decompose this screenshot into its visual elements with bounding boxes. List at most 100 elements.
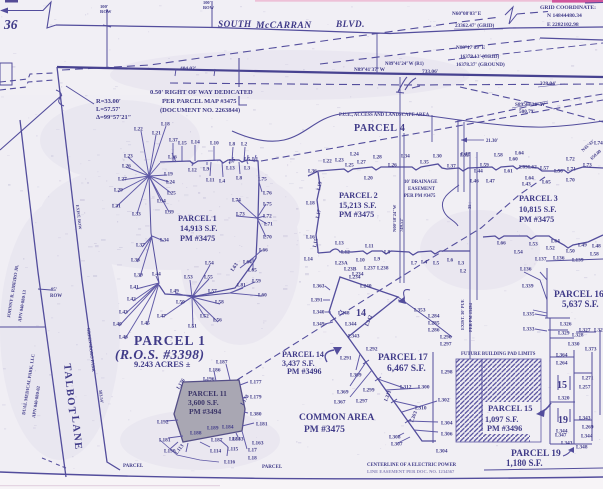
svg-text:14: 14 — [356, 308, 366, 319]
svg-text:L113: L113 — [174, 443, 186, 456]
svg-text:PM #3475: PM #3475 — [180, 234, 215, 243]
svg-text:L60: L60 — [258, 293, 267, 299]
svg-text:L181: L181 — [256, 422, 268, 428]
svg-text:L264: L264 — [556, 361, 568, 367]
svg-text:L75: L75 — [263, 202, 272, 208]
svg-text:404.02': 404.02' — [180, 66, 197, 72]
svg-text:APN 040-880-02: APN 040-880-02 — [31, 385, 41, 418]
svg-text:L329: L329 — [558, 331, 570, 337]
svg-text:PER PM #3475: PER PM #3475 — [404, 194, 436, 199]
svg-text:L42: L42 — [461, 152, 470, 158]
svg-text:PARCEL 19: PARCEL 19 — [511, 449, 561, 459]
svg-text:LINE EASEMENT PER DOC. NO. 123: LINE EASEMENT PER DOC. NO. 1234567 — [367, 469, 455, 474]
svg-text:L248: L248 — [338, 311, 350, 317]
svg-text:L330: L330 — [568, 342, 580, 348]
svg-text:L196: L196 — [203, 377, 215, 383]
svg-text:L63: L63 — [519, 165, 528, 171]
svg-text:L343: L343 — [561, 441, 573, 447]
svg-text:L344: L344 — [556, 429, 568, 435]
svg-text:L35: L35 — [420, 160, 429, 166]
svg-text:L304: L304 — [441, 421, 453, 427]
svg-text:L163: L163 — [252, 441, 264, 447]
svg-text:PER PM #3494: PER PM #3494 — [468, 302, 473, 332]
svg-text:L34: L34 — [160, 238, 169, 244]
svg-text:L391: L391 — [311, 298, 323, 304]
svg-text:EXIST. ROW: EXIST. ROW — [75, 205, 83, 231]
svg-text:L303: L303 — [409, 410, 419, 423]
svg-text:L72: L72 — [566, 157, 575, 163]
svg-text:L74: L74 — [232, 198, 241, 204]
svg-text:L39: L39 — [134, 273, 143, 279]
svg-text:L326: L326 — [560, 322, 572, 328]
svg-text:SOUTH: SOUTH — [218, 19, 252, 29]
svg-text:L49: L49 — [578, 243, 587, 249]
svg-text:L306: L306 — [441, 432, 453, 438]
svg-text:L181: L181 — [229, 437, 241, 443]
svg-text:L373: L373 — [585, 347, 597, 353]
svg-text:L15: L15 — [178, 141, 187, 147]
svg-text:3,600 S.F.: 3,600 S.F. — [188, 398, 219, 407]
svg-text:100': 100' — [203, 0, 211, 5]
svg-text:GRID COORDINATE:: GRID COORDINATE: — [540, 5, 596, 11]
svg-text:L312: L312 — [400, 385, 412, 391]
svg-text:PM #3475: PM #3475 — [519, 215, 554, 224]
svg-text:CENTERLINE OF A ELECTRIC POWER: CENTERLINE OF A ELECTRIC POWER — [367, 463, 457, 468]
svg-text:L6: L6 — [447, 258, 454, 264]
svg-text:L333: L333 — [523, 327, 535, 333]
svg-text:L187: L187 — [216, 360, 228, 366]
svg-text:L25: L25 — [167, 191, 176, 197]
svg-text:L14: L14 — [304, 257, 313, 263]
svg-text:L73: L73 — [583, 163, 592, 169]
svg-text:L58: L58 — [590, 252, 599, 258]
svg-text:L188: L188 — [190, 431, 202, 437]
svg-text:L116: L116 — [224, 460, 236, 466]
svg-text:L297: L297 — [356, 399, 368, 405]
svg-text:L339: L339 — [522, 284, 534, 290]
svg-text:EASEMENT: EASEMENT — [408, 187, 436, 192]
svg-text:PM #3496: PM #3496 — [287, 367, 321, 376]
svg-text:L75: L75 — [258, 177, 267, 183]
svg-text:L53: L53 — [184, 275, 193, 281]
svg-text:L179: L179 — [250, 395, 262, 401]
svg-text:N00°18′24″W: N00°18′24″W — [392, 204, 397, 232]
svg-text:L234: L234 — [349, 275, 361, 281]
svg-text:L139: L139 — [572, 258, 584, 264]
svg-text:L344: L344 — [581, 434, 593, 440]
svg-text:L27: L27 — [357, 160, 366, 166]
svg-text:L70: L70 — [263, 235, 272, 241]
svg-text:L269: L269 — [582, 425, 594, 431]
svg-text:15: 15 — [557, 380, 567, 391]
svg-text:16378.13′ (GRID): 16378.13′ (GRID) — [460, 53, 499, 60]
svg-text:35: 35 — [467, 204, 472, 209]
svg-text:L37: L37 — [447, 164, 456, 170]
svg-text:328.04': 328.04' — [540, 81, 557, 87]
svg-text:L40: L40 — [113, 322, 122, 328]
svg-text:BLVD.: BLVD. — [335, 19, 365, 29]
svg-text:PM #3475: PM #3475 — [339, 210, 374, 219]
svg-text:L12: L12 — [188, 168, 197, 174]
svg-text:L18: L18 — [248, 456, 257, 462]
svg-text:L21: L21 — [152, 131, 161, 137]
svg-text:R=33.00′: R=33.00′ — [96, 98, 121, 105]
svg-text:3,437 S.F.: 3,437 S.F. — [282, 359, 315, 368]
svg-text:L309: L309 — [350, 373, 362, 379]
svg-text:L54: L54 — [514, 250, 523, 256]
svg-text:L34: L34 — [401, 154, 410, 160]
svg-text:L71: L71 — [264, 222, 273, 228]
svg-text:L186: L186 — [209, 368, 221, 374]
svg-text:1,180 S.F.: 1,180 S.F. — [506, 458, 543, 468]
svg-text:L173: L173 — [240, 393, 251, 406]
svg-text:PER PARCEL MAP #3475: PER PARCEL MAP #3475 — [162, 98, 237, 105]
svg-text:PARCEL 17: PARCEL 17 — [378, 353, 428, 363]
svg-text:L27: L27 — [118, 177, 127, 183]
svg-text:EXIST. 30′ PUE: EXIST. 30′ PUE — [460, 299, 465, 330]
svg-text:L25: L25 — [345, 163, 354, 169]
svg-text:L42: L42 — [127, 297, 136, 303]
svg-text:L292: L292 — [366, 347, 378, 353]
svg-text:L33: L33 — [132, 212, 141, 218]
svg-text:L48: L48 — [592, 244, 601, 250]
svg-text:L24: L24 — [350, 152, 359, 158]
svg-text:L342: L342 — [364, 314, 374, 327]
svg-text:21.30': 21.30' — [486, 139, 498, 144]
svg-text:L380: L380 — [250, 412, 262, 418]
